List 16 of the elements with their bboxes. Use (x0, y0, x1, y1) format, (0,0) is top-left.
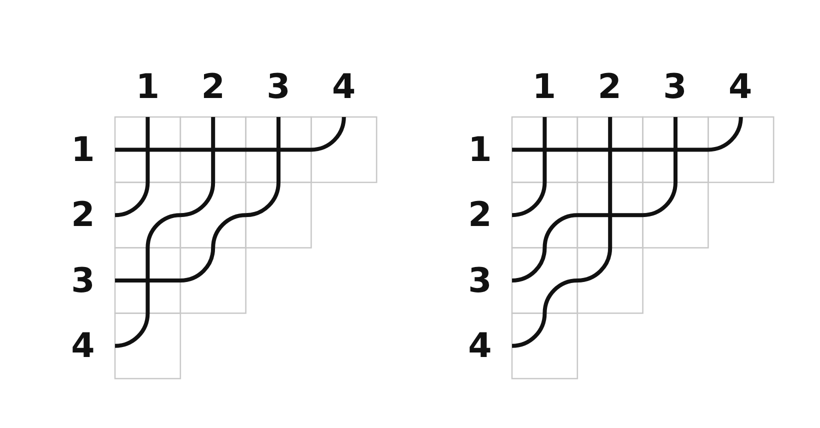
column-number: 4 (728, 70, 752, 104)
row-number: 2 (71, 198, 95, 232)
row-number: 2 (468, 198, 492, 232)
row-number: 1 (468, 132, 492, 167)
row-number: 3 (468, 264, 492, 298)
row-number: 4 (71, 328, 95, 363)
column-number: 2 (598, 70, 622, 104)
row-number: 4 (468, 328, 492, 363)
row-number: 3 (71, 264, 95, 298)
column-number: 2 (201, 70, 225, 104)
column-number: 3 (663, 70, 687, 104)
column-number: 1 (532, 70, 556, 104)
row-number: 1 (71, 132, 95, 167)
column-number: 4 (332, 70, 356, 104)
column-number: 3 (266, 70, 290, 104)
column-number: 1 (136, 70, 160, 104)
